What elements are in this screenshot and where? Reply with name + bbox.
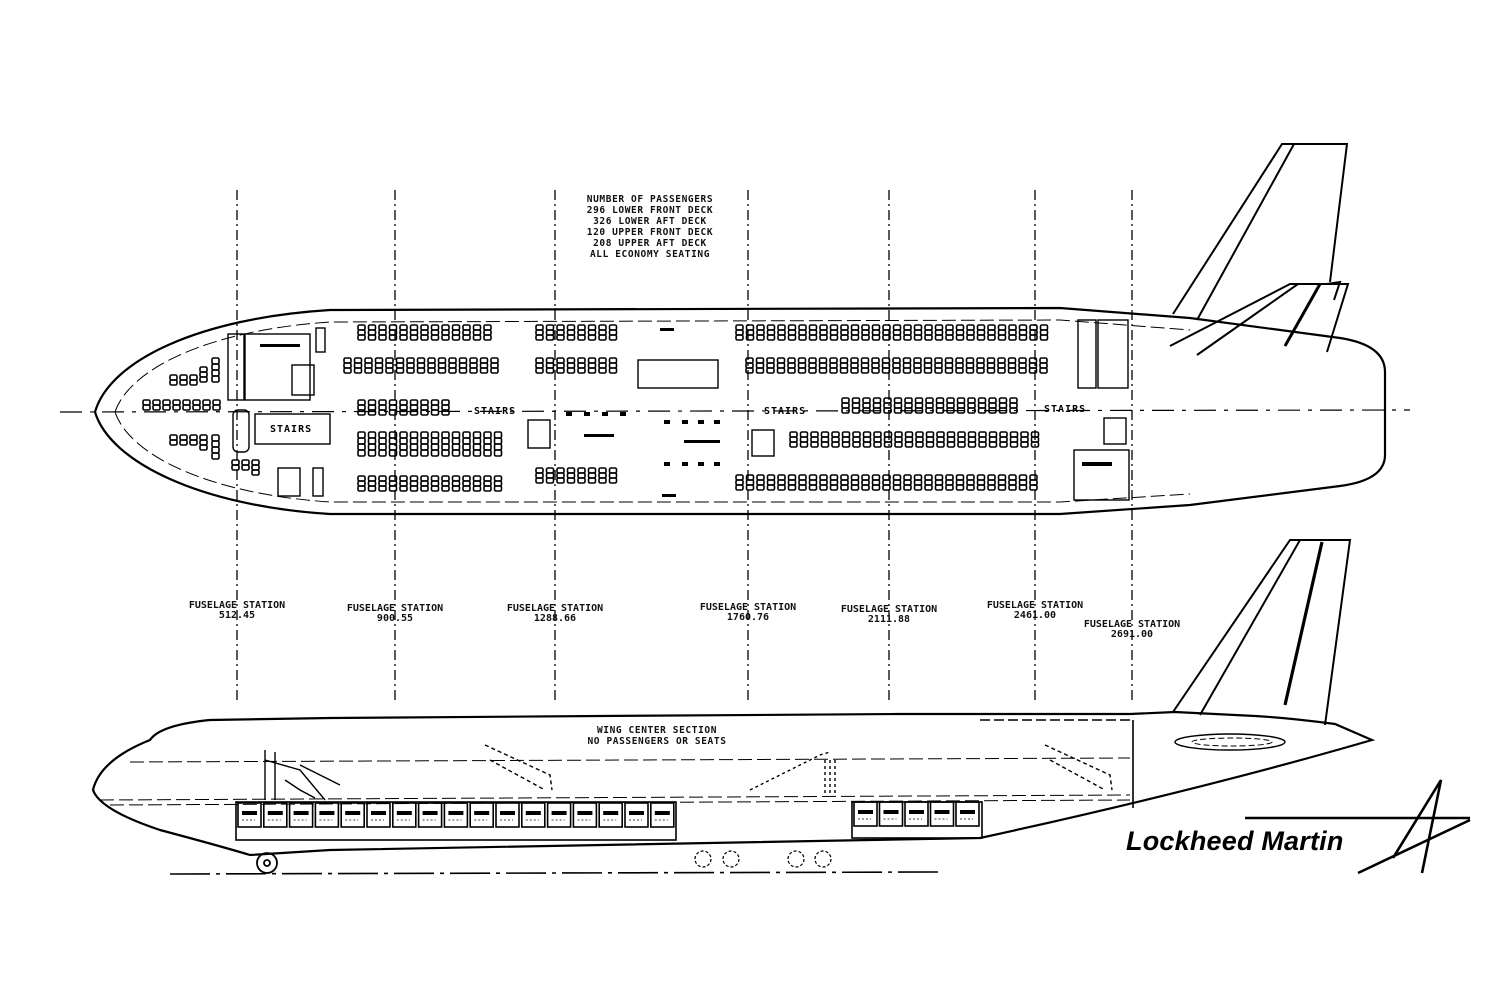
nose-seating — [227, 327, 331, 497]
side-stairs — [264, 744, 1113, 801]
plan-view-tail — [1169, 143, 1350, 356]
ground-line — [169, 871, 941, 875]
station-lines — [236, 190, 1133, 700]
stairs-label-2: STAIRS — [474, 406, 516, 417]
forward-cargo-hold — [237, 802, 675, 828]
plan-view-inner-wall — [114, 319, 1191, 503]
lav-marks — [260, 328, 1112, 497]
stairs-label-1: STAIRS — [270, 424, 312, 435]
side-view-deck-lines — [99, 757, 1131, 806]
passenger-count-note: NUMBER OF PASSENGERS 296 LOWER FRONT DEC… — [586, 194, 714, 260]
side-view-tail — [1172, 539, 1352, 751]
landing-gear-icon — [256, 852, 278, 874]
cabin-seat-rows — [343, 324, 1049, 492]
plan-centerline — [59, 409, 1411, 413]
stairs-label-3: STAIRS — [764, 406, 806, 417]
wing-center-note: WING CENTER SECTION NO PASSENGERS OR SEA… — [587, 725, 727, 747]
plan-view-fuselage — [93, 306, 1387, 516]
stairs-label-4: STAIRS — [1044, 404, 1086, 415]
main-gear-icon — [694, 850, 832, 868]
star-logo-icon — [1245, 779, 1471, 875]
aft-cargo-hold — [853, 801, 980, 827]
brand-name: Lockheed Martin — [1126, 826, 1344, 856]
nose-seat-blocks — [142, 357, 260, 476]
galley-blocks — [527, 319, 1130, 501]
side-view-aft-bulkhead — [980, 719, 1134, 808]
